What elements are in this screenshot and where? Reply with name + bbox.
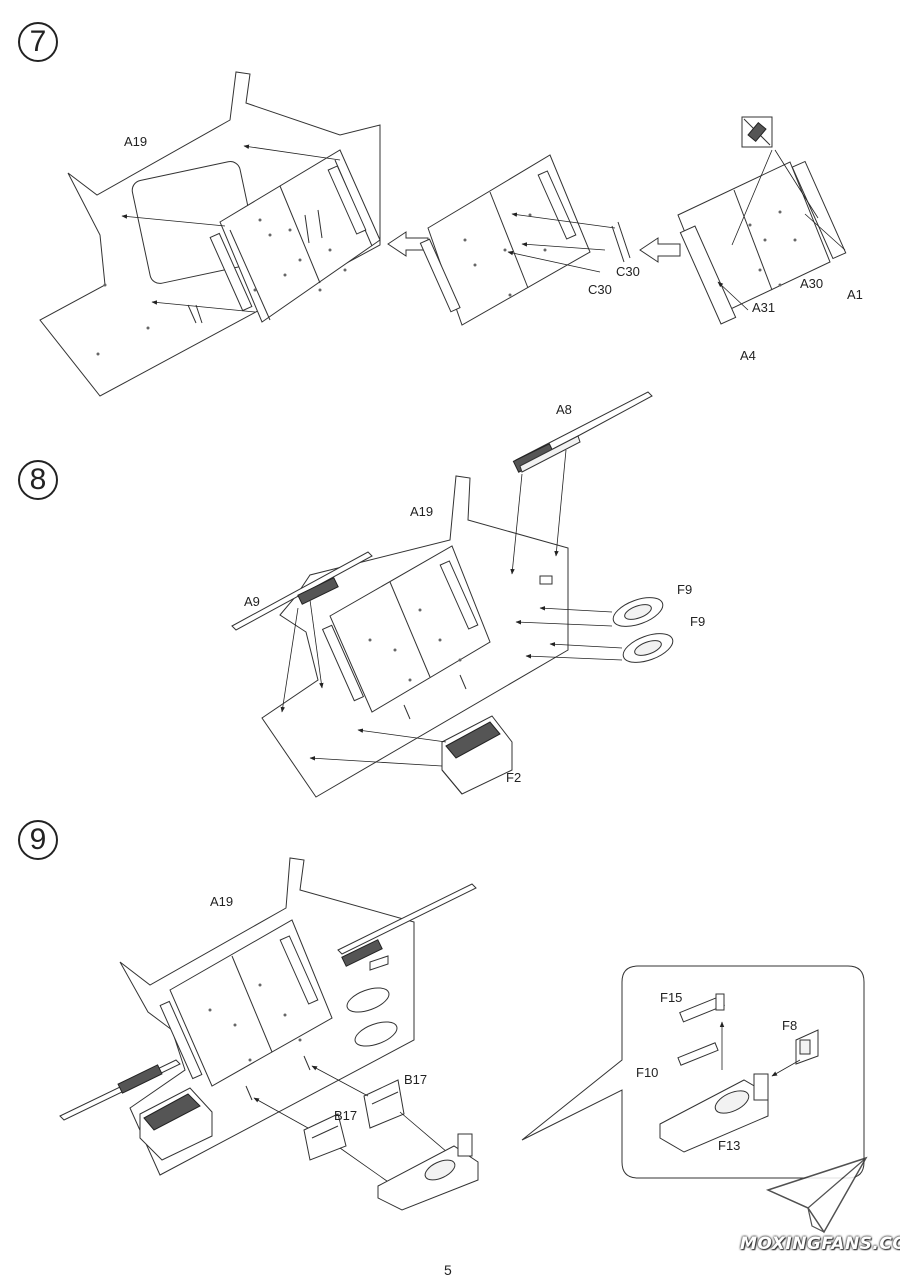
- part-label: B17: [334, 1108, 358, 1123]
- door-subassembly-c30: [419, 154, 591, 326]
- door-assembly-step8: [321, 545, 491, 713]
- part-label: A19: [410, 504, 434, 519]
- part-label: F10: [636, 1065, 659, 1080]
- watermark-text: MOXINGFANS.COM: [740, 1234, 900, 1254]
- no-glue-icon: [741, 116, 773, 148]
- part-label: F13: [718, 1138, 741, 1153]
- part-label: F8: [782, 1018, 798, 1033]
- step-number-badge: 9: [18, 820, 58, 860]
- part-label: F15: [660, 990, 683, 1005]
- part-label: A19: [124, 134, 148, 149]
- door-subassembly-a30-a31: [677, 160, 847, 325]
- part-label: F2: [506, 770, 522, 785]
- stowage-box-f2: [441, 715, 513, 795]
- step-7-drawing: [39, 71, 847, 397]
- fender-a8: [512, 391, 653, 473]
- detail-callout: [521, 965, 865, 1179]
- idler-mount-f13-main: [377, 1133, 479, 1211]
- road-wheel-f9-lower: [622, 633, 674, 663]
- step-8-drawing: [231, 391, 674, 798]
- page-number: 5: [444, 1262, 452, 1278]
- part-label: C30: [616, 264, 640, 279]
- track-bracket-b17-lower: [303, 1113, 347, 1161]
- part-label: A31: [752, 300, 776, 315]
- door-assembly-step9: [159, 919, 333, 1087]
- part-label: F9: [677, 582, 693, 597]
- part-label: A9: [244, 594, 260, 609]
- part-label: A1: [847, 287, 863, 302]
- part-label: A8: [556, 402, 572, 417]
- paper-plane-icon: [765, 1156, 868, 1234]
- detail-parts: [659, 993, 819, 1153]
- road-wheel-f9-upper: [612, 597, 664, 627]
- step-9-drawing: [59, 857, 865, 1211]
- assembly-arrow-icon: [639, 237, 681, 263]
- part-label: A30: [800, 276, 824, 291]
- step-number-badge: 8: [18, 460, 58, 500]
- part-label: C30: [588, 282, 612, 297]
- step-number-badge: 7: [18, 22, 58, 62]
- part-label: F9: [690, 614, 706, 629]
- fender-a9: [231, 551, 373, 631]
- part-label: A19: [210, 894, 234, 909]
- track-bracket-b17-upper: [363, 1079, 405, 1129]
- part-label: B17: [404, 1072, 428, 1087]
- part-label: A4: [740, 348, 756, 363]
- door-assembly-main: [209, 149, 381, 323]
